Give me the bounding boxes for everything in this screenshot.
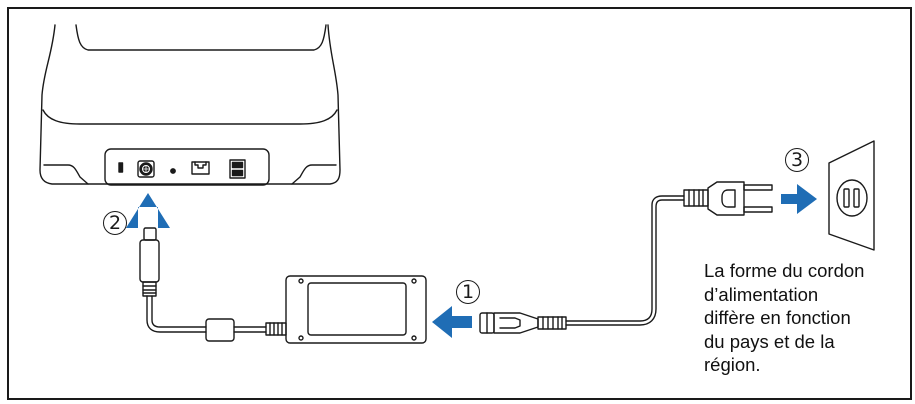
dc-plug	[139, 227, 287, 342]
power-cord-connector	[479, 195, 685, 334]
step-2-label: 2	[103, 211, 127, 235]
note-line: La forme du cordon	[704, 260, 865, 281]
note-line: d’alimentation	[704, 283, 819, 305]
security-slot-icon	[118, 162, 124, 173]
ac-adapter	[285, 275, 427, 344]
note-line: région.	[704, 354, 761, 375]
usb-ports-icon	[229, 159, 246, 179]
ethernet-port-icon	[191, 161, 210, 175]
diagram-frame	[7, 7, 912, 400]
arrow-up-icon	[126, 193, 170, 228]
arrow-left-icon	[432, 306, 472, 338]
dc-power-jack-icon	[137, 160, 155, 178]
step-3-label: 3	[785, 148, 809, 172]
note-line: diffère en fonction	[704, 307, 851, 328]
note-line: du pays et de la	[704, 330, 835, 352]
arrow-right-icon	[781, 184, 817, 214]
machine-rear-panel	[39, 24, 341, 186]
reset-hole-icon	[170, 168, 176, 174]
regional-note: La forme du cordon d’alimentation diffèr…	[704, 259, 904, 377]
step-1-label: 1	[456, 280, 480, 304]
wall-outlet	[828, 140, 875, 251]
two-prong-plug	[683, 181, 773, 216]
